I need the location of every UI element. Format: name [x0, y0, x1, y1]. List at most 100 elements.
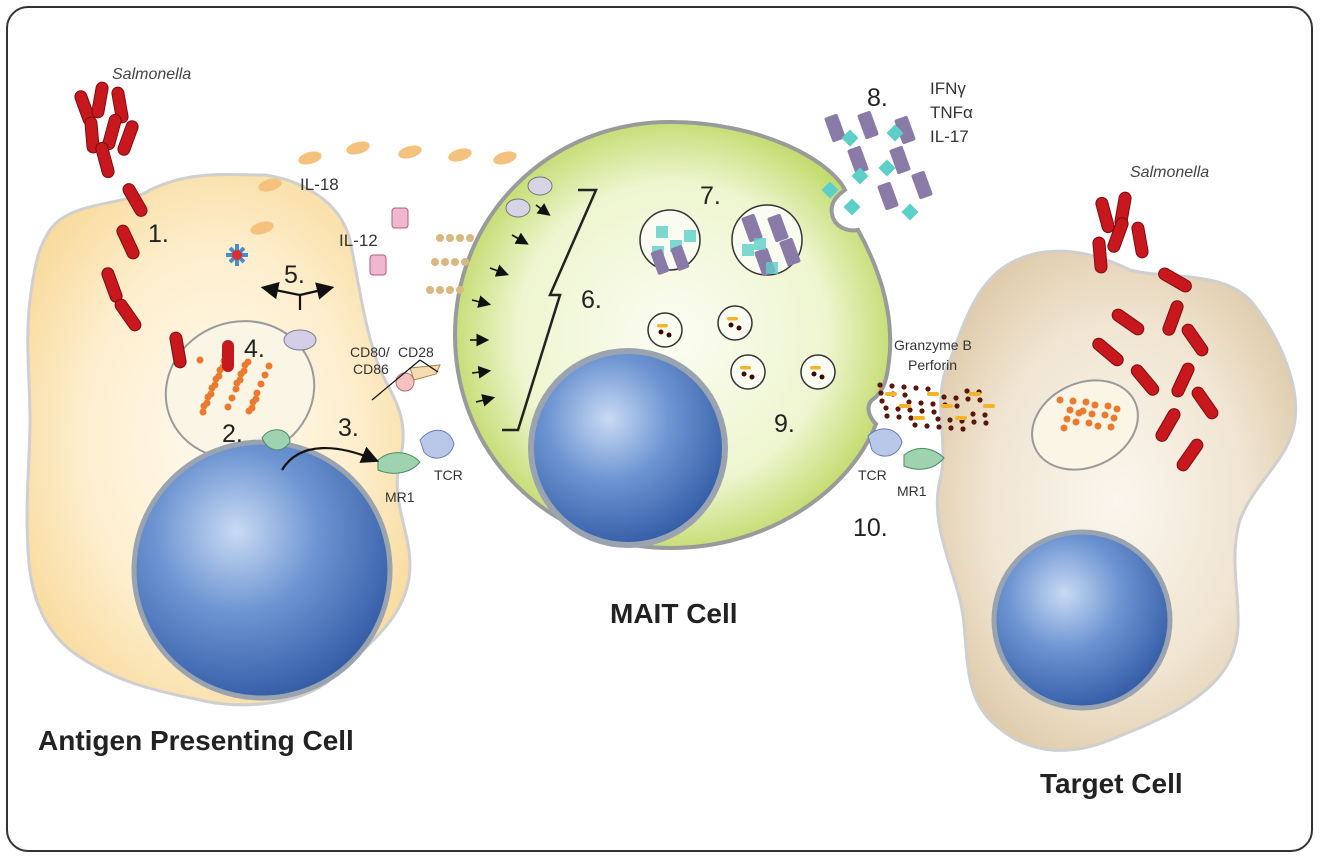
granule-perforin — [740, 366, 751, 370]
ifng-label: IFNγ — [930, 79, 966, 98]
granzyme-particle — [925, 386, 931, 392]
salmonella-rod — [1092, 236, 1108, 274]
released-cytokine — [821, 181, 839, 199]
granzyme-particle — [895, 406, 901, 412]
il17-label: IL-17 — [930, 127, 969, 146]
released-cytokine — [889, 145, 911, 175]
antigen-particle — [232, 385, 240, 393]
antigen-particle — [261, 371, 269, 379]
granzyme-particle — [877, 382, 883, 388]
salmonella-rod — [1092, 337, 1124, 367]
cytotoxic-granule — [647, 312, 683, 348]
salmonella-rod — [1181, 323, 1209, 357]
antigen-particle — [1060, 424, 1068, 432]
antigen-particle — [211, 381, 219, 389]
cytotoxic-granule — [800, 354, 836, 390]
cytokine-cyan — [766, 262, 778, 274]
granzyme-particle — [936, 424, 942, 430]
granzyme-particle — [896, 414, 902, 420]
released-cytokine — [878, 159, 896, 177]
perforin-particle — [969, 392, 981, 396]
granule-dot — [736, 325, 742, 331]
il18-receptor — [527, 176, 553, 196]
tcr-molecule — [867, 428, 903, 457]
tcr-label-left: TCR — [434, 467, 463, 483]
granzyme-particle — [971, 419, 977, 425]
cytokine-purple — [650, 249, 670, 275]
mr1-intracellular — [261, 429, 291, 451]
released-cytokine — [901, 203, 919, 221]
granule-dot — [658, 329, 664, 335]
tcr-molecule — [419, 429, 455, 459]
cytokine-purple — [670, 245, 690, 271]
salmonella-rod — [1158, 267, 1192, 293]
granzyme-particle — [878, 390, 884, 396]
antigen-particle — [203, 399, 211, 407]
released-cytokine — [824, 113, 846, 143]
il18-receptor — [505, 198, 531, 218]
il12-label: IL-12 — [339, 231, 378, 250]
signaling-molecules — [196, 141, 1121, 474]
perforin-particle — [913, 416, 925, 420]
granzyme-particle — [902, 392, 908, 398]
cytokine-cyan — [754, 238, 766, 250]
cytokine-purple — [779, 237, 801, 267]
perforin-particle — [941, 404, 953, 408]
antigen-particle — [224, 403, 232, 411]
antigen-particle — [265, 362, 273, 370]
salmonella-rod — [116, 224, 140, 260]
engulfed-salmonella — [222, 340, 234, 372]
antigen-particle — [1082, 398, 1090, 406]
il18-label: IL-18 — [300, 175, 339, 194]
released-cytokine — [911, 170, 933, 200]
granzyme-particle — [908, 415, 914, 421]
granzyme-particle — [947, 417, 953, 423]
antigen-particle — [244, 358, 252, 366]
il12-molecule — [369, 254, 387, 276]
salmonella-rod — [114, 298, 142, 332]
il18-molecule — [346, 141, 370, 155]
cytokine-cyan — [684, 230, 696, 242]
antigen-particle — [1107, 423, 1115, 431]
tcr-label-right: TCR — [858, 467, 887, 483]
step-10-label: 10. — [853, 514, 888, 542]
salmonella-rod — [1191, 386, 1219, 420]
il12-receptor-bead — [461, 258, 469, 266]
il12-receptor-bead — [441, 258, 449, 266]
granule-contents — [650, 110, 933, 380]
il12-receptor-bead — [426, 286, 434, 294]
il18-molecule — [398, 145, 422, 159]
granzyme-particle — [954, 403, 960, 409]
salmonella-rod — [111, 86, 129, 124]
antigen-particle — [1085, 419, 1093, 427]
released-cytokine — [894, 115, 916, 145]
diagram-frame — [6, 6, 1313, 852]
cytotoxic-granule — [717, 305, 753, 341]
granzyme-label: Granzyme B — [894, 337, 972, 353]
antigen-particle — [236, 376, 244, 384]
released-cytokine — [841, 129, 859, 147]
salmonella-rod — [84, 116, 100, 154]
il12-receptor-bead — [446, 234, 454, 242]
il12-receptor-bead — [451, 258, 459, 266]
perforin-particle — [885, 392, 897, 396]
antigen-particle — [1094, 422, 1102, 430]
granzyme-particle — [919, 408, 925, 414]
granule-perforin — [810, 366, 821, 370]
granzyme-particle — [907, 407, 913, 413]
step-3-label: 3. — [338, 414, 359, 442]
granzyme-particle — [982, 412, 988, 418]
salmonella-rod — [117, 120, 139, 156]
granule-dot — [811, 371, 817, 377]
antigen-particle — [1069, 397, 1077, 405]
step-4-label: 4. — [244, 335, 265, 363]
released-cytokine — [886, 124, 904, 142]
apc-nucleus — [131, 439, 393, 701]
il12-molecule — [391, 207, 409, 229]
granzyme-particle — [977, 397, 983, 403]
cytokine-purple — [741, 213, 763, 243]
granzyme-particle — [924, 423, 930, 429]
salmonella-rod — [1095, 196, 1115, 234]
salmonella-rod — [95, 141, 115, 179]
